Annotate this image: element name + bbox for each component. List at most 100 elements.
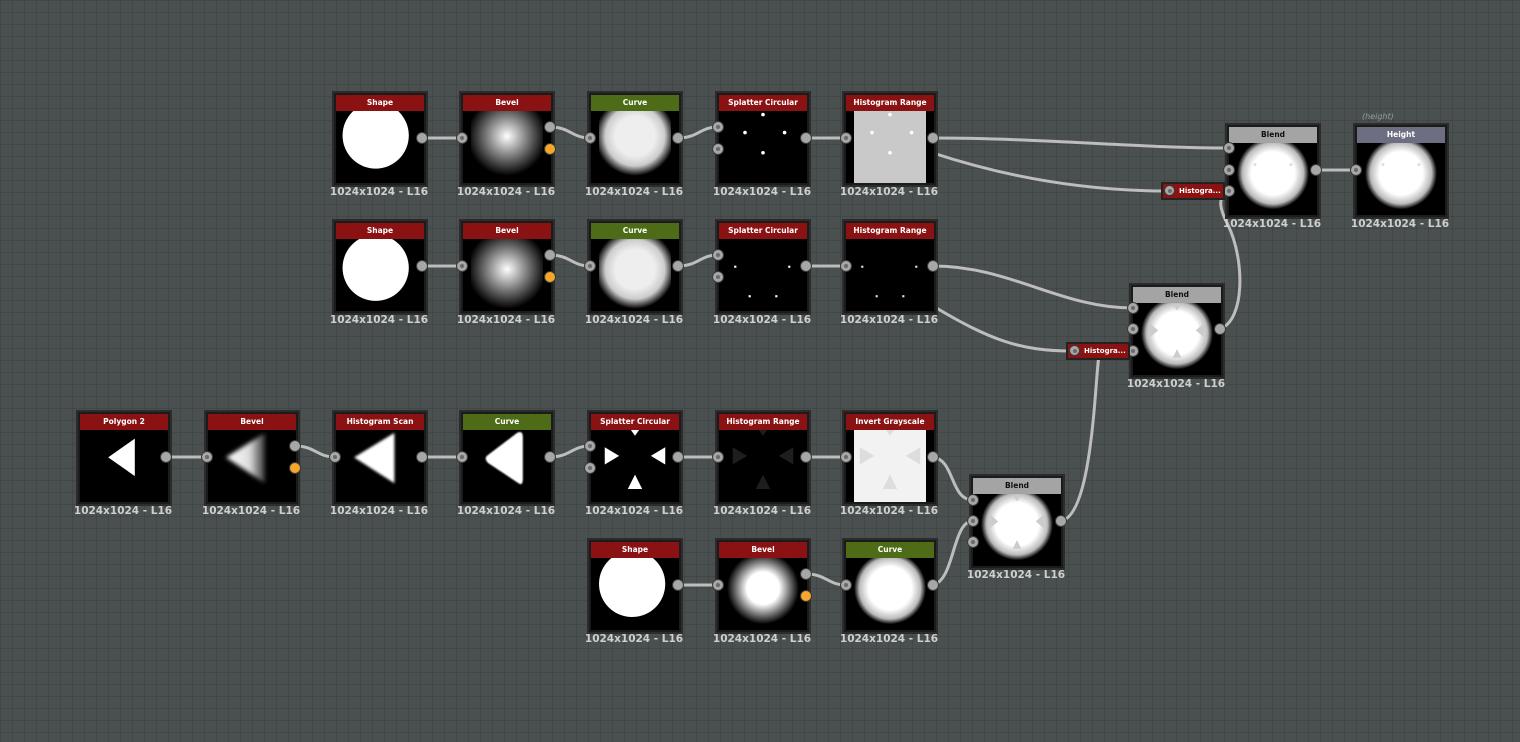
- input-port[interactable]: [967, 536, 979, 548]
- input-port[interactable]: [1127, 323, 1139, 335]
- input-port[interactable]: [584, 260, 596, 272]
- node-title: Splatter Circular: [591, 414, 679, 430]
- node-bevel[interactable]: Bevel: [459, 219, 555, 315]
- input-port[interactable]: [840, 132, 852, 144]
- input-port[interactable]: [1223, 164, 1235, 176]
- node-shape[interactable]: Shape: [332, 219, 428, 315]
- output-port[interactable]: [544, 121, 556, 133]
- node-title: Polygon 2: [80, 414, 168, 430]
- node-histogram-mini[interactable]: Histogra...: [1066, 342, 1130, 360]
- input-port[interactable]: [584, 132, 596, 144]
- input-port[interactable]: [201, 451, 213, 463]
- output-port[interactable]: [544, 451, 556, 463]
- output-port[interactable]: [672, 132, 684, 144]
- node-histogram-range[interactable]: Histogram Range: [842, 219, 938, 315]
- node-curve[interactable]: Curve: [842, 538, 938, 634]
- output-port[interactable]: [672, 260, 684, 272]
- input-port[interactable]: [456, 451, 468, 463]
- node-resolution: 1024x1024 - L16: [584, 314, 684, 326]
- output-port[interactable]: [416, 451, 428, 463]
- input-port[interactable]: [712, 121, 724, 133]
- input-port[interactable]: [584, 440, 596, 452]
- node-splatter-circular[interactable]: Splatter Circular: [587, 410, 683, 506]
- input-port[interactable]: [1069, 345, 1080, 356]
- input-port[interactable]: [840, 260, 852, 272]
- node-splatter-circular[interactable]: Splatter Circular: [715, 91, 811, 187]
- node-bevel[interactable]: Bevel: [715, 538, 811, 634]
- input-port[interactable]: [329, 451, 341, 463]
- output-port[interactable]: [800, 132, 812, 144]
- node-blend[interactable]: Blend: [969, 474, 1065, 570]
- node-shape[interactable]: Shape: [587, 538, 683, 634]
- node-title: Histogra...: [1084, 347, 1126, 355]
- node-title: Bevel: [719, 542, 807, 558]
- node-title: Histogram Range: [846, 95, 934, 111]
- node-bevel[interactable]: Bevel: [459, 91, 555, 187]
- node-thumbnail: [846, 111, 934, 183]
- node-output-height[interactable]: Height: [1353, 123, 1449, 219]
- input-port[interactable]: [712, 143, 724, 155]
- node-title: Histogram Range: [719, 414, 807, 430]
- node-curve[interactable]: Curve: [587, 91, 683, 187]
- output-port-orange[interactable]: [544, 143, 556, 155]
- wire: [931, 264, 1135, 310]
- output-port[interactable]: [1214, 323, 1226, 335]
- node-histogram-range[interactable]: Histogram Range: [715, 410, 811, 506]
- output-port[interactable]: [927, 579, 939, 591]
- node-blend[interactable]: Blend: [1225, 123, 1321, 219]
- node-thumbnail: [846, 430, 934, 502]
- input-port[interactable]: [712, 271, 724, 283]
- output-port[interactable]: [1055, 515, 1067, 527]
- node-curve[interactable]: Curve: [587, 219, 683, 315]
- input-port[interactable]: [456, 260, 468, 272]
- node-histogram-scan[interactable]: Histogram Scan: [332, 410, 428, 506]
- input-port[interactable]: [712, 451, 724, 463]
- node-shape[interactable]: Shape: [332, 91, 428, 187]
- output-port[interactable]: [927, 451, 939, 463]
- output-port[interactable]: [800, 568, 812, 580]
- node-blend[interactable]: Blend: [1129, 283, 1225, 379]
- input-port[interactable]: [584, 462, 596, 474]
- node-title: Height: [1357, 127, 1445, 143]
- output-port[interactable]: [672, 579, 684, 591]
- input-port[interactable]: [456, 132, 468, 144]
- node-splatter-circular[interactable]: Splatter Circular: [715, 219, 811, 315]
- output-port[interactable]: [1310, 164, 1322, 176]
- node-bevel[interactable]: Bevel: [204, 410, 300, 506]
- node-resolution: 1024x1024 - L16: [329, 505, 429, 517]
- node-polygon[interactable]: Polygon 2: [76, 410, 172, 506]
- node-resolution: 1024x1024 - L16: [712, 186, 812, 198]
- output-port-orange[interactable]: [289, 462, 301, 474]
- input-port[interactable]: [712, 579, 724, 591]
- input-port[interactable]: [1164, 185, 1175, 196]
- input-port[interactable]: [1127, 302, 1139, 314]
- node-resolution: 1024x1024 - L16: [201, 505, 301, 517]
- input-port[interactable]: [1223, 142, 1235, 154]
- input-port[interactable]: [967, 494, 979, 506]
- node-histogram-mini[interactable]: Histogra...: [1161, 182, 1225, 200]
- output-port[interactable]: [800, 260, 812, 272]
- node-title: Bevel: [463, 95, 551, 111]
- output-port[interactable]: [672, 451, 684, 463]
- output-port[interactable]: [416, 132, 428, 144]
- wire: [931, 304, 1074, 353]
- input-port[interactable]: [967, 515, 979, 527]
- output-port[interactable]: [289, 440, 301, 452]
- output-port[interactable]: [544, 249, 556, 261]
- output-port-orange[interactable]: [544, 271, 556, 283]
- output-port-orange[interactable]: [800, 590, 812, 602]
- output-port[interactable]: [927, 260, 939, 272]
- output-port[interactable]: [160, 451, 172, 463]
- node-invert-grayscale[interactable]: Invert Grayscale: [842, 410, 938, 506]
- node-title: Shape: [336, 95, 424, 111]
- output-port[interactable]: [927, 132, 939, 144]
- output-port[interactable]: [800, 451, 812, 463]
- output-port[interactable]: [416, 260, 428, 272]
- node-histogram-range[interactable]: Histogram Range: [842, 91, 938, 187]
- input-port[interactable]: [840, 451, 852, 463]
- node-curve[interactable]: Curve: [459, 410, 555, 506]
- input-port[interactable]: [1350, 164, 1362, 176]
- input-port[interactable]: [712, 249, 724, 261]
- input-port[interactable]: [840, 579, 852, 591]
- node-resolution: 1024x1024 - L16: [1126, 378, 1226, 390]
